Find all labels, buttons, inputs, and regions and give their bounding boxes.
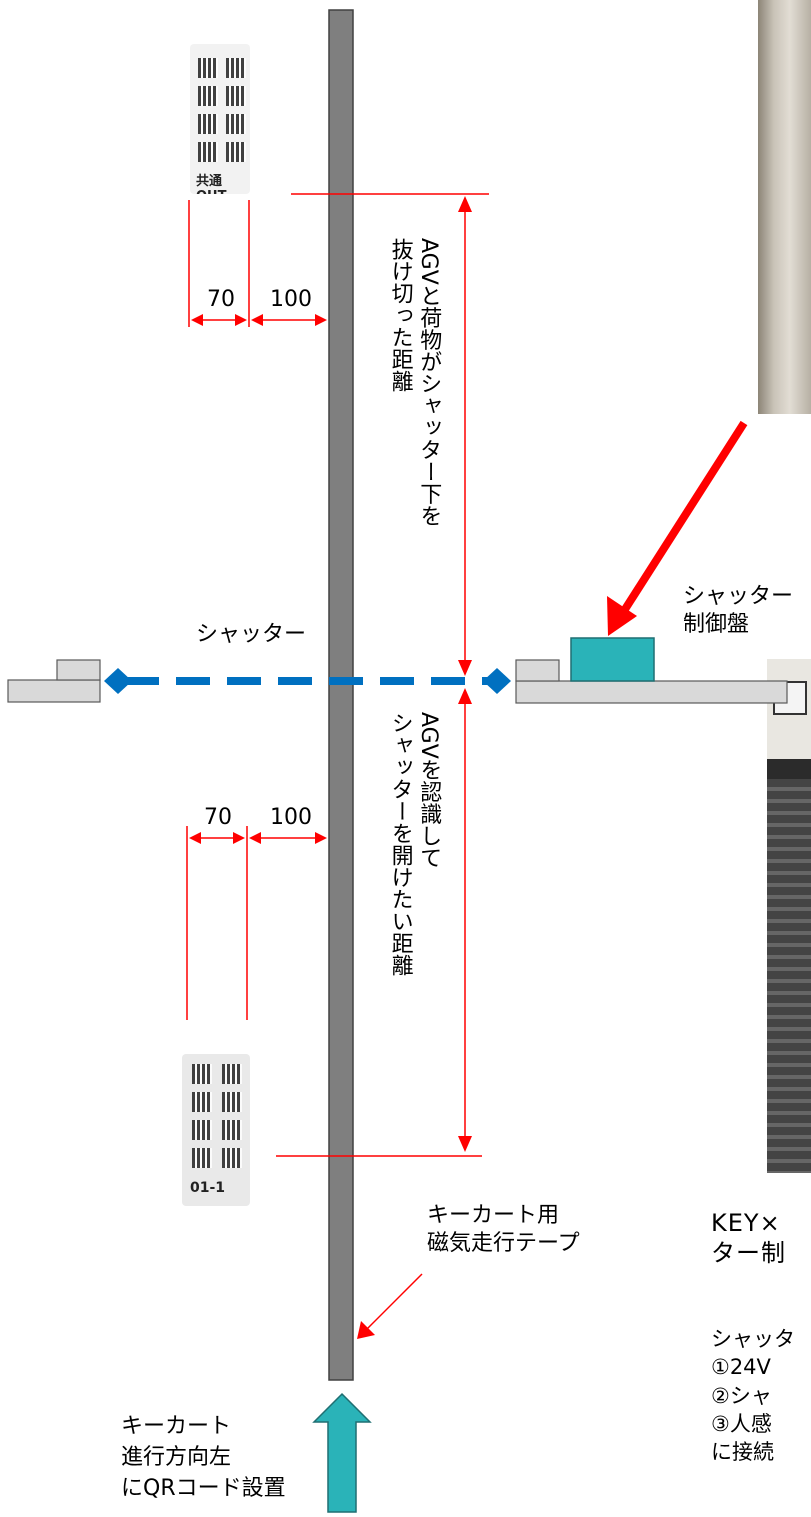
shutter-photo-top (758, 0, 811, 414)
key-text: KEY× ター制 (711, 1209, 786, 1267)
dim-top-width: 70 (207, 287, 235, 312)
qr-tile-top: 共通 OUT (190, 44, 250, 194)
dim-top-offset: 100 (270, 287, 312, 312)
panel-pointer-arrowhead-icon (607, 596, 637, 636)
qr-top-label: 共通 OUT (196, 174, 226, 194)
right-wall-base (515, 680, 788, 704)
distance-open-label: AGVを認識して シャッターを開けたい距離 (387, 712, 442, 976)
note-text: シャッタ ①24V ②シャ ③人感 に接続 (711, 1327, 795, 1465)
qr-bottom-label: 01-1 (190, 1180, 226, 1196)
magnetic-tape (328, 9, 354, 1381)
travel-direction-arrow-icon (312, 1392, 372, 1513)
left-wall-block (56, 659, 101, 681)
tape-pointer-arrowhead-icon (357, 1321, 375, 1339)
right-wall-block (515, 659, 560, 682)
control-panel-label: シャッター 制御盤 (683, 584, 794, 637)
distance-pass-label: AGVと荷物がシャッター下を 抜け切った距離 (387, 238, 442, 527)
shutter-left-diamond-icon (104, 668, 132, 694)
control-panel-photo (767, 659, 811, 1173)
tape-label: キーカート用 磁気走行テープ (427, 1203, 580, 1256)
dim-bottom-width: 70 (204, 805, 232, 830)
control-panel-box (570, 637, 655, 682)
dim-bottom-offset: 100 (270, 805, 312, 830)
dim-lower-bottom-arrow-icon (458, 1136, 472, 1152)
shutter-label: シャッター (196, 622, 307, 647)
dim-lower-top-arrow-icon (458, 688, 472, 704)
direction-label: キーカート 進行方向左 にQRコード設置 (121, 1414, 286, 1501)
shutter-right-diamond-icon (483, 668, 511, 694)
qr-tile-bottom: 01-1 (182, 1054, 250, 1206)
dim-upper-bottom-arrow-icon (458, 660, 472, 676)
dim-upper-top-arrow-icon (458, 196, 472, 212)
left-wall-base (7, 679, 101, 703)
